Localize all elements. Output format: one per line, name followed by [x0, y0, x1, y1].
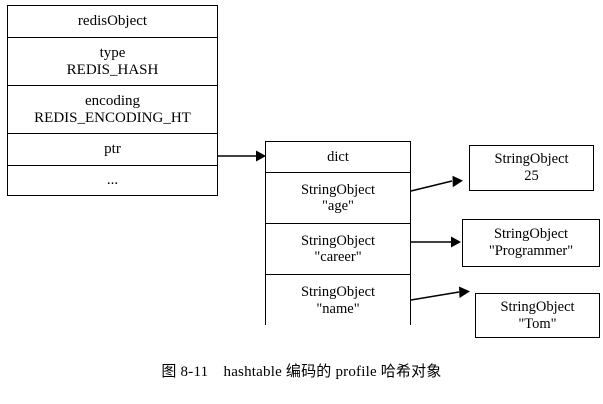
redis-object-encoding-cell: encoding REDIS_ENCODING_HT: [8, 86, 217, 134]
dict-entry-career: StringObject "career": [266, 224, 410, 275]
value-box-name-type: StringObject: [500, 298, 575, 315]
dict-entry-name: StringObject "name": [266, 275, 410, 326]
figure-caption: 图 8-11 hashtable 编码的 profile 哈希对象: [161, 364, 442, 380]
dict-entry-age-type: StringObject: [300, 181, 376, 198]
value-box-name: StringObject "Tom": [475, 293, 600, 338]
arrow-age-to-value: [410, 175, 463, 192]
dict-entry-career-type: StringObject: [300, 232, 376, 249]
value-box-career-type: StringObject: [493, 226, 569, 243]
arrow-ptr-to-dict: [218, 150, 266, 162]
arrow-career-to-value: [411, 236, 461, 248]
dict-entry-name-key: "name": [316, 300, 360, 317]
redis-object-ptr-label: ptr: [104, 141, 121, 158]
dict-title-cell: dict: [266, 142, 410, 173]
arrow-name-to-value: [410, 286, 470, 301]
dict-entry-age-key: "age": [322, 198, 354, 214]
redis-object-ptr-cell: ptr: [8, 134, 217, 166]
redis-object-encoding-label: encoding: [85, 92, 140, 109]
redis-object-type-cell: type REDIS_HASH: [8, 38, 217, 86]
value-box-career-value: "Programmer": [488, 243, 574, 259]
redis-object-type-label: type: [99, 44, 126, 61]
value-box-age-value: 25: [524, 168, 539, 184]
dict-table: dict StringObject "age" StringObject "ca…: [265, 141, 411, 326]
value-box-name-value: "Tom": [518, 315, 557, 332]
value-box-age: StringObject 25: [469, 145, 594, 191]
redis-object-ellipsis-cell: ...: [8, 166, 217, 195]
redis-object-ellipsis-label: ...: [106, 172, 119, 189]
redis-object-encoding-value: REDIS_ENCODING_HT: [34, 109, 191, 126]
redis-object-title-cell: redisObject: [8, 6, 217, 38]
dict-entry-name-type: StringObject: [300, 284, 376, 301]
dict-entry-career-key: "career": [314, 249, 362, 265]
dict-entry-age: StringObject "age": [266, 173, 410, 224]
dict-title: dict: [327, 148, 349, 165]
redis-object-title: redisObject: [77, 13, 148, 30]
value-box-age-type: StringObject: [494, 151, 569, 168]
redis-object-type-value: REDIS_HASH: [66, 61, 159, 78]
value-box-career: StringObject "Programmer": [462, 219, 600, 267]
redis-object-table: redisObject type REDIS_HASH encoding RED…: [7, 5, 218, 196]
